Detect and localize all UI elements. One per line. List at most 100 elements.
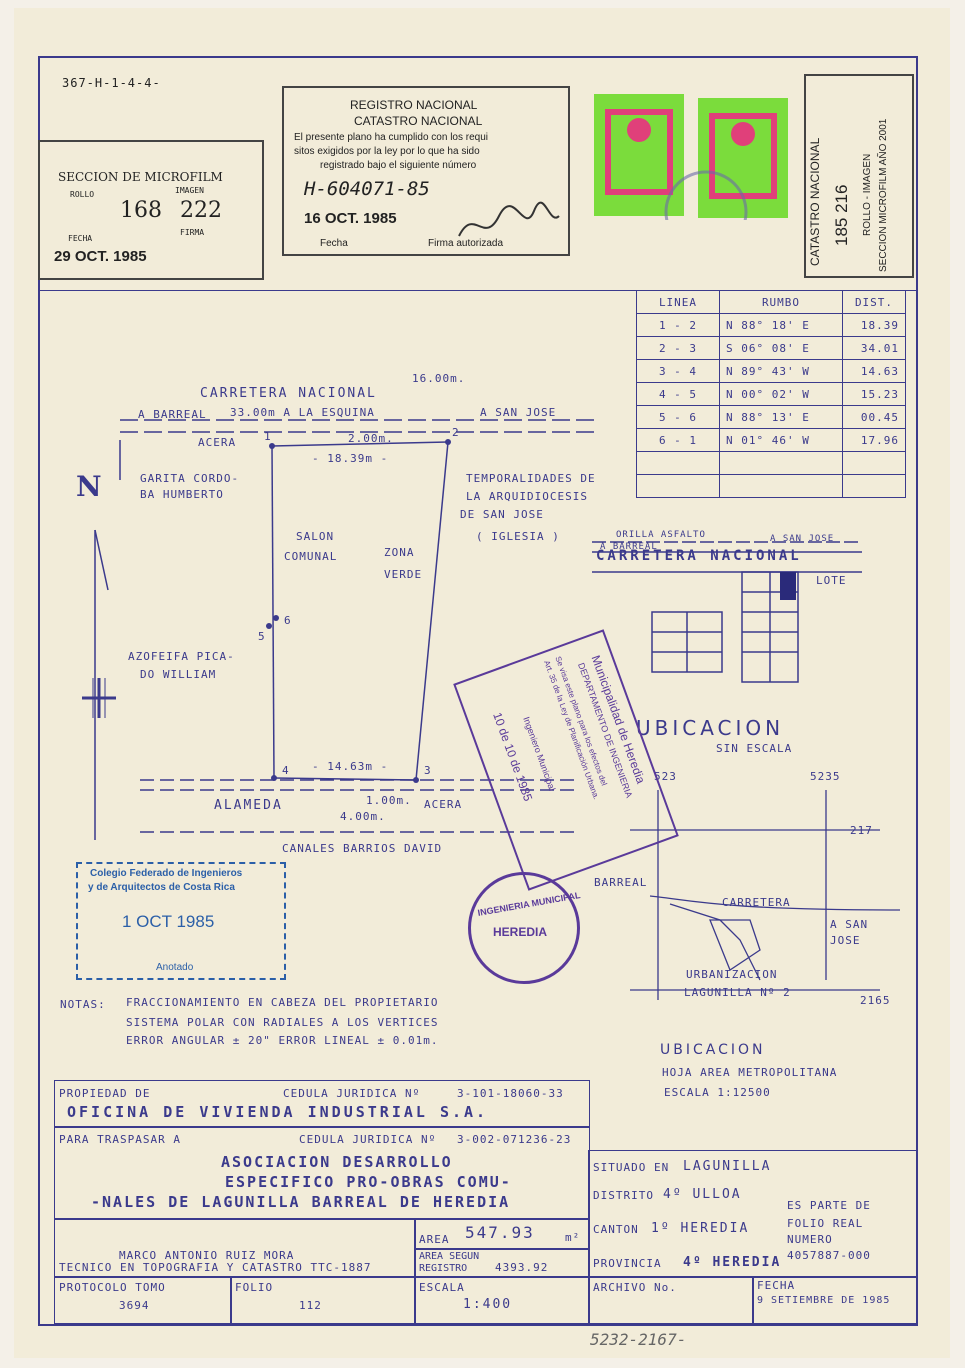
folio-line-3: NUMERO — [787, 1233, 833, 1246]
table-cell: N 00° 02' W — [719, 382, 843, 406]
plan-temporal-2: LA ARQUIDIOCESIS — [466, 490, 588, 503]
plan-alameda: ALAMEDA — [214, 798, 283, 813]
table-cell: 1 - 2 — [636, 313, 720, 337]
ingenieria-text: INGENIERIA MUNICIPAL — [476, 890, 582, 918]
rollo-value: 168 — [120, 198, 162, 223]
north-label: N — [76, 470, 102, 503]
plan-salon-2: COMUNAL — [284, 550, 338, 563]
registro-title-2: CATASTRO NACIONAL — [354, 114, 483, 128]
plan-acera-top: ACERA — [198, 436, 237, 449]
colegio-line-1: Colegio Federado de Ingenieros — [90, 868, 243, 879]
fecha-value: 9 SETIEMBRE DE 1985 — [757, 1295, 891, 1306]
rollo-label: ROLLO — [70, 190, 95, 199]
plan-canales: CANALES BARRIOS DAVID — [282, 842, 443, 855]
table-cell: 3 - 4 — [636, 359, 720, 383]
catastro-number: 185 216 — [832, 184, 851, 246]
folio-line-2: FOLIO REAL — [787, 1217, 864, 1230]
table-cell: N 88° 18' E — [719, 313, 843, 337]
ubic1-sanjose: A SAN JOSE — [770, 534, 835, 544]
microfilm-date: 29 OCT. 1985 — [54, 248, 147, 265]
table-cell: 34.01 — [842, 336, 906, 360]
registro-date: 16 OCT. 1985 — [304, 210, 397, 227]
ubic2-barreal: BARREAL — [594, 876, 648, 889]
ubic1-lote: LOTE — [816, 574, 847, 587]
ingenieria-heredia: HEREDIA — [493, 925, 548, 939]
ubic1-barreal: A BARREAL — [600, 542, 658, 552]
protocolo-label: PROTOCOLO TOMO — [59, 1281, 166, 1294]
propiedad-label: PROPIEDAD DE — [59, 1087, 151, 1100]
notas-label: NOTAS: — [60, 998, 106, 1011]
plan-dim-33: 33.00m A LA ESQUINA — [230, 406, 375, 419]
ubic2-escala: ESCALA 1:12500 — [664, 1086, 771, 1099]
plan-temporal-3: DE SAN JOSE — [460, 508, 544, 521]
vertex-4: 4 — [282, 764, 290, 777]
ubic2-carretera: CARRETERA — [722, 896, 791, 909]
archivo-label: ARCHIVO No. — [593, 1281, 677, 1294]
registro-stamp: REGISTRO NACIONAL CATASTRO NACIONAL El p… — [282, 86, 570, 256]
propiedad-value: OFICINA DE VIVIENDA INDUSTRIAL S.A. — [67, 1103, 489, 1121]
escala-value: 1:400 — [463, 1297, 513, 1312]
vertex-1: 1 — [264, 430, 272, 443]
plan-dim-400: 4.00m. — [340, 810, 386, 823]
table-cell: 2 - 3 — [636, 336, 720, 360]
registro-fecha-label: Fecha — [320, 238, 348, 249]
table-cell: S 06° 08' E — [719, 336, 843, 360]
area-reg-label-1: AREA SEGUN — [419, 1251, 480, 1262]
folio-cell: FOLIO 112 — [230, 1276, 416, 1324]
area-cell: AREA 547.93 m² — [414, 1218, 590, 1250]
folio-number: 4057887-000 — [787, 1249, 871, 1262]
cedula1-value: 3-101-18060-33 — [457, 1087, 564, 1100]
provincia-label: PROVINCIA — [593, 1257, 662, 1270]
registro-title-1: REGISTRO NACIONAL — [350, 98, 478, 112]
table-header: RUMBO — [719, 290, 843, 314]
asociacion-line-2: ESPECIFICO PRO-OBRAS COMU- — [225, 1173, 512, 1191]
table-cell: 18.39 — [842, 313, 906, 337]
table-cell: 17.96 — [842, 428, 906, 452]
area-registro-cell: AREA SEGUN REGISTRO 4393.92 — [414, 1248, 590, 1278]
nota-1: FRACCIONAMIENTO EN CABEZA DEL PROPIETARI… — [126, 996, 439, 1009]
plan-frame — [38, 56, 918, 1326]
coord-5235: 5235 — [810, 770, 841, 783]
colegio-line-2: y de Arquitectos de Costa Rica — [88, 882, 235, 893]
ubic2-urb-1: URBANIZACION — [686, 968, 778, 981]
vertex-5: 5 — [258, 630, 266, 643]
registro-number: H-604071-85 — [304, 178, 430, 200]
folio-line-1: ES PARTE DE — [787, 1199, 871, 1212]
table-row — [636, 474, 906, 498]
plan-temporal-1: TEMPORALIDADES DE — [466, 472, 596, 485]
ubic2-hoja: HOJA AREA METROPOLITANA — [662, 1066, 838, 1079]
cedula1-label: CEDULA JURIDICA Nº — [283, 1087, 421, 1100]
ingenieria-round-stamp: INGENIERIA MUNICIPAL HEREDIA — [468, 872, 582, 984]
nota-2: SISTEMA POLAR CON RADIALES A LOS VERTICE… — [126, 1016, 439, 1029]
folio-label: FOLIO — [235, 1281, 274, 1294]
vertex-6: 6 — [284, 614, 292, 627]
plan-salon-1: SALON — [296, 530, 335, 543]
distrito-value: 4º ULLOA — [663, 1187, 742, 1202]
tecnico-cell: MARCO ANTONIO RUIZ MORA TECNICO EN TOPOG… — [54, 1218, 416, 1278]
ubic1-carretera: CARRETERA NACIONAL — [596, 548, 802, 564]
catastro-line-2: ROLLO - IMAGEN — [862, 153, 873, 236]
timbre-stamps-icon — [594, 94, 788, 220]
propiedad-cell: PROPIEDAD DE CEDULA JURIDICA Nº 3-101-18… — [54, 1080, 590, 1128]
table-cell: 15.23 — [842, 382, 906, 406]
plan-sheet — [14, 8, 950, 1358]
ubicacion-area-sketch — [630, 790, 900, 1000]
table-header: DIST. — [842, 290, 906, 314]
registro-firma-label: Firma autorizada — [428, 238, 504, 249]
microfilm-stamp: SECCION DE MICROFILM ROLLO IMAGEN 168 22… — [38, 140, 264, 280]
ubic2-title: UBICACION — [660, 1042, 766, 1058]
table-cell: 5 - 6 — [636, 405, 720, 429]
coord-523: 523 — [654, 770, 677, 783]
plan-zona-2: VERDE — [384, 568, 423, 581]
plan-dim-100: 1.00m. — [366, 794, 412, 807]
table-cell: 00.45 — [842, 405, 906, 429]
area-reg-value: 4393.92 — [495, 1261, 549, 1274]
header-divider — [40, 290, 916, 291]
plan-reference: 367-H-1-4-4- — [62, 76, 161, 90]
plan-barreal: A BARREAL — [138, 408, 207, 421]
cedula2-value: 3-002-071236-23 — [457, 1133, 572, 1146]
table-cell: N 89° 43' W — [719, 359, 843, 383]
